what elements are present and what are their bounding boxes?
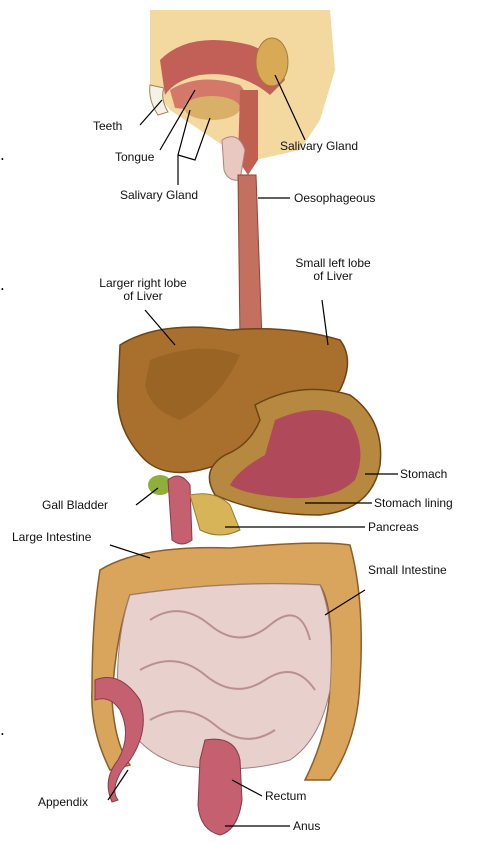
label-small-intestine: Small Intestine	[368, 564, 447, 577]
large-intestine-leader	[110, 545, 150, 558]
label-larger-right-lobe-line2: of Liver	[84, 290, 202, 303]
larynx	[222, 137, 245, 181]
label-stomach: Stomach	[400, 468, 447, 481]
label-oesophageous: Oesophageous	[294, 192, 375, 205]
label-tongue: Tongue	[115, 151, 154, 164]
gall-bladder-leader	[136, 488, 158, 505]
rectum-shape	[198, 739, 242, 835]
label-appendix: Appendix	[38, 796, 88, 809]
label-salivary-gland-left: Salivary Gland	[120, 189, 198, 202]
label-stomach-lining: Stomach lining	[374, 497, 453, 510]
label-large-intestine: Large Intestine	[12, 531, 91, 544]
duodenum	[168, 476, 192, 544]
edge-mark-2: ·	[0, 280, 5, 298]
label-pancreas: Pancreas	[368, 521, 419, 534]
edge-mark-1: ·	[0, 150, 5, 168]
label-rectum: Rectum	[265, 790, 306, 803]
label-salivary-gland-right: Salivary Gland	[280, 140, 358, 153]
label-small-left-lobe-line2: of Liver	[283, 270, 383, 283]
label-anus: Anus	[293, 820, 320, 833]
edge-mark-3: ·	[0, 725, 5, 743]
label-gall-bladder: Gall Bladder	[42, 499, 108, 512]
label-teeth: Teeth	[93, 120, 122, 133]
label-larger-right-lobe: Larger right lobe of Liver	[84, 277, 202, 303]
salivary-gland-lower	[184, 96, 240, 120]
salivary-gland-parotid	[256, 38, 288, 86]
oesophagus	[238, 175, 262, 345]
label-small-left-lobe: Small left lobe of Liver	[283, 257, 383, 283]
